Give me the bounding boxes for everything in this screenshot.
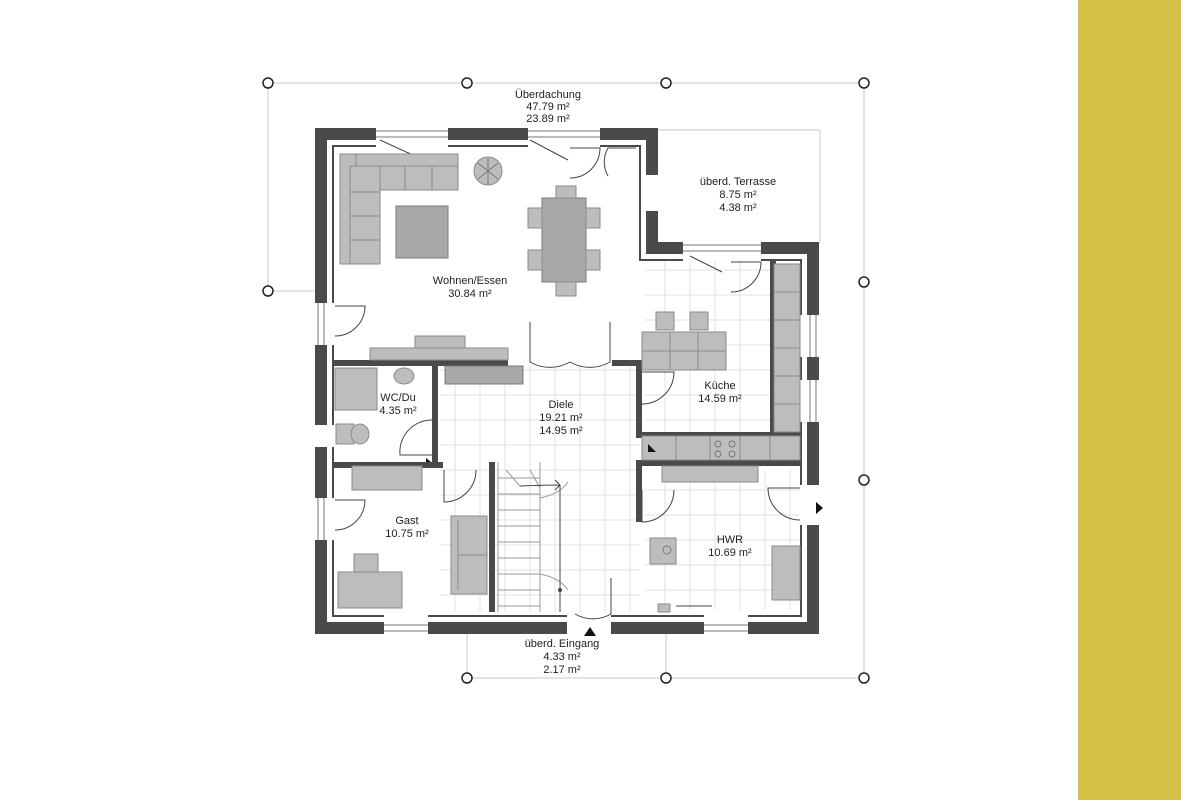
room-area: 4.35 m² — [379, 405, 417, 417]
dimension-marker — [858, 77, 870, 89]
toilet-bowl — [350, 423, 370, 445]
entrance-markers — [426, 444, 823, 636]
door-swing — [603, 147, 636, 177]
room-area: 30.84 m² — [448, 288, 492, 300]
washbasin — [393, 367, 415, 385]
room-area: 14.95 m² — [539, 425, 583, 437]
chair — [585, 207, 601, 229]
door-swing — [443, 469, 477, 503]
door-swing — [569, 147, 601, 179]
sideboard — [369, 347, 509, 361]
dimension-marker — [858, 474, 870, 486]
chair — [555, 281, 577, 297]
door-swing — [569, 322, 611, 368]
hwr-box — [657, 603, 671, 613]
room-name: WC/Du — [380, 392, 415, 404]
sideboard-wc — [444, 365, 524, 385]
door-swing — [334, 499, 366, 531]
door-swing — [574, 578, 612, 620]
room-area: 47.79 m² — [526, 101, 570, 113]
interior-walls — [333, 260, 801, 612]
entrance-triangle — [426, 458, 431, 462]
desk-chair — [353, 553, 379, 573]
room-name: überd. Terrasse — [700, 176, 776, 188]
room-area: 8.75 m² — [719, 189, 757, 201]
accent-band — [1078, 0, 1181, 800]
bar-stool — [655, 311, 675, 331]
dimension-marker — [461, 672, 473, 684]
room-area: 2.17 m² — [543, 664, 581, 676]
staircase — [497, 462, 569, 612]
kitchen-counter — [641, 435, 801, 461]
room-area: 4.33 m² — [543, 651, 581, 663]
chair — [527, 207, 543, 229]
dining-table — [541, 197, 587, 283]
door-swing — [641, 489, 675, 523]
door-swing — [730, 261, 762, 293]
chair — [555, 185, 577, 199]
entrance-triangle — [648, 444, 656, 452]
room-area: 14.59 m² — [698, 393, 742, 405]
hwr-shelf — [771, 545, 801, 601]
furniture-rooms — [334, 367, 801, 613]
entrance-triangle — [816, 502, 823, 514]
room-area: 19.21 m² — [539, 412, 583, 424]
chair — [527, 249, 543, 271]
door-swing — [767, 487, 801, 521]
dimension-marker — [858, 276, 870, 288]
dimension-marker — [660, 77, 672, 89]
door-swing — [529, 322, 571, 368]
doors — [334, 139, 801, 620]
desk — [337, 571, 403, 609]
shower — [334, 367, 378, 411]
room-area: 10.75 m² — [385, 528, 429, 540]
chair — [585, 249, 601, 271]
room-name: Küche — [704, 380, 735, 392]
room-name: Gast — [395, 515, 418, 527]
dimension-markers — [262, 77, 870, 684]
entrance-triangle — [584, 627, 596, 636]
room-name: überd. Eingang — [525, 638, 600, 650]
room-name: Überdachung — [515, 89, 581, 101]
furniture-living — [339, 153, 601, 385]
dimension-marker — [660, 672, 672, 684]
exterior-walls — [314, 127, 820, 635]
bar-stool — [689, 311, 709, 331]
room-area: 10.69 m² — [708, 547, 752, 559]
guest-shelf — [351, 465, 423, 491]
door-swing — [334, 305, 366, 337]
room-area: 4.38 m² — [719, 202, 757, 214]
dimension-marker — [262, 285, 274, 297]
hwr-cabinet — [661, 465, 759, 483]
sofa-chaise — [349, 165, 381, 265]
door-swing — [641, 371, 675, 405]
room-name: Wohnen/Essen — [433, 275, 507, 287]
room-area: 23.89 m² — [526, 113, 570, 125]
door-swing — [399, 419, 433, 456]
dimension-marker — [461, 77, 473, 89]
tv — [414, 335, 466, 349]
room-name: Diele — [548, 399, 573, 411]
room-name: HWR — [717, 534, 743, 546]
dimension-marker — [262, 77, 274, 89]
dimension-marker — [858, 672, 870, 684]
furniture-kitchen — [641, 263, 801, 483]
coffee-table — [395, 205, 449, 259]
room-labels: Überdachung 47.79 m² 23.89 m² überd. Ter… — [379, 89, 776, 676]
